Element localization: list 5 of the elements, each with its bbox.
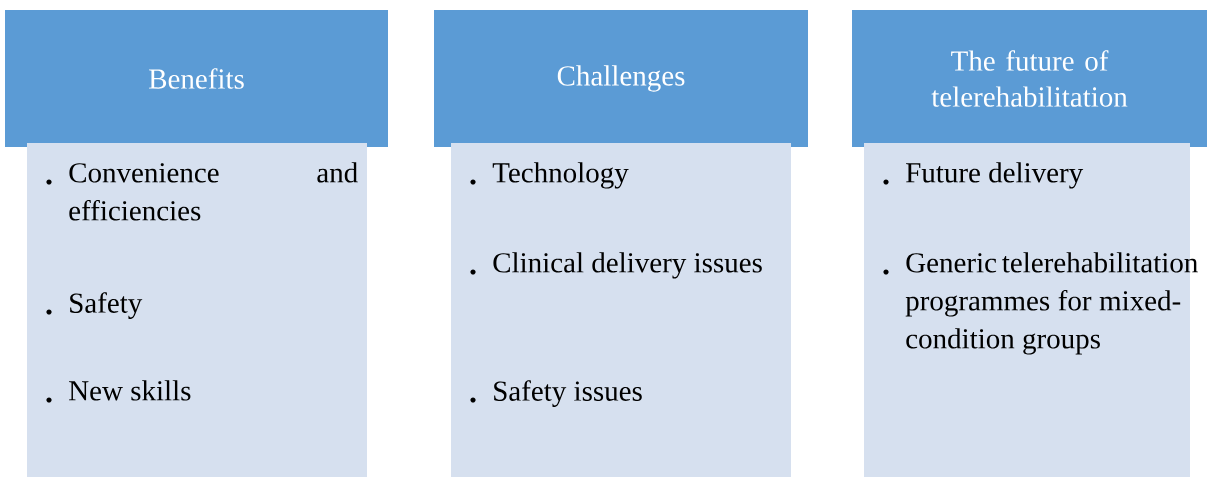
header-box: The future of telerehabilitation: [852, 10, 1207, 147]
list-box: Technology Clinical delivery issues Safety issues: [451, 143, 791, 477]
header-box: Challenges: [434, 10, 808, 147]
header-box: Benefits: [5, 10, 388, 147]
list-box: Convenience and efficiencies Safety New skills: [27, 143, 367, 477]
